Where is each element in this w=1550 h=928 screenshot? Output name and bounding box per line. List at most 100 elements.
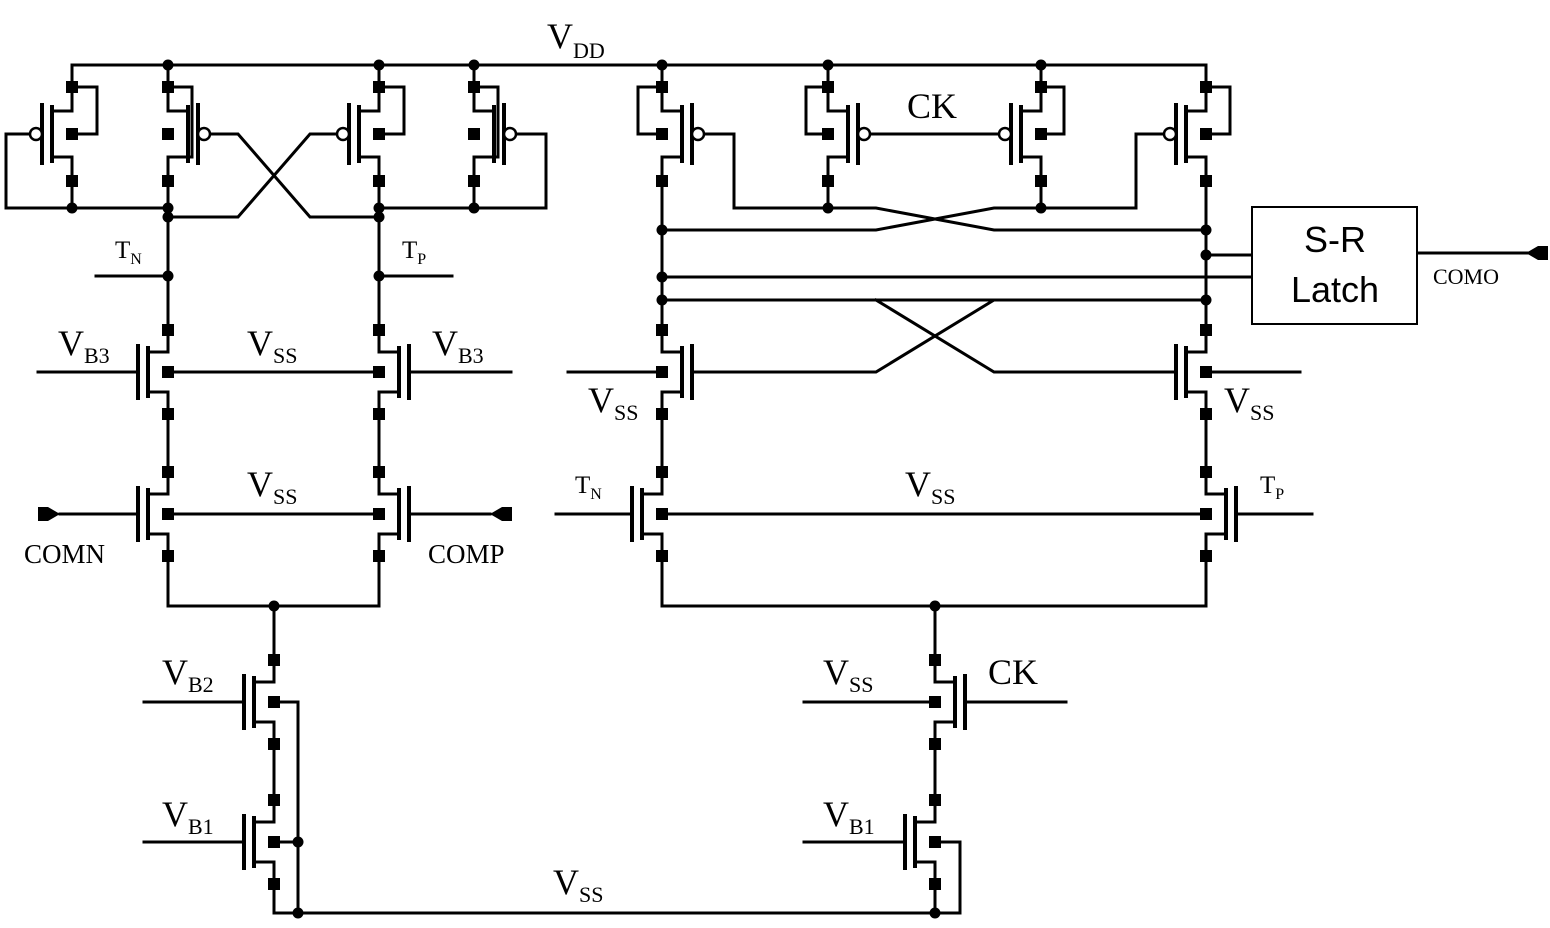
wire [166, 132, 339, 219]
pmos-latch-2 [1162, 81, 1212, 187]
como-pin [1526, 246, 1548, 260]
terminal-square [162, 508, 174, 520]
terminal-square [656, 550, 668, 562]
pmos-latch-1 [656, 81, 706, 187]
terminal-square [1200, 324, 1212, 336]
sr-latch-block: S-R Latch [1251, 206, 1418, 325]
terminal-square [162, 550, 174, 562]
gate-bubble [1162, 126, 1178, 142]
terminal-square [268, 738, 280, 750]
terminal-square [656, 408, 668, 420]
wire [208, 132, 381, 219]
terminal-square [268, 654, 280, 666]
wire [690, 298, 1208, 374]
terminal-square [929, 738, 941, 750]
nmos-vb1-left [242, 794, 280, 890]
terminal-square [373, 81, 385, 93]
terminal-square [1200, 81, 1212, 93]
vb3-label-right: VB3 [432, 323, 484, 368]
junction-dot [373, 211, 385, 223]
terminal-square [929, 696, 941, 708]
terminal-square [929, 836, 941, 848]
junction-dot [373, 59, 385, 71]
terminal-square [822, 175, 834, 187]
terminal-square [1200, 175, 1212, 187]
wire [4, 132, 170, 210]
vss-label-3: VSS [588, 380, 638, 425]
terminal-square [268, 696, 280, 708]
wire [636, 85, 664, 136]
gate-bubble [502, 126, 518, 142]
terminal-square [268, 794, 280, 806]
terminal-square [468, 175, 480, 187]
terminal-square [656, 508, 668, 520]
nmos-latch-left [656, 324, 694, 420]
tn-label-right: TN [575, 472, 602, 503]
terminal-square [1200, 550, 1212, 562]
terminal-square [656, 324, 668, 336]
nmos-input-comp [373, 466, 411, 562]
nmos-vb3-right [373, 324, 411, 420]
comn-label: COMN [24, 539, 105, 569]
wire [933, 840, 962, 915]
terminal-square [66, 81, 78, 93]
terminal-square [162, 175, 174, 187]
terminal-square [66, 128, 78, 140]
terminal-square [373, 550, 385, 562]
terminal-square [656, 366, 668, 378]
terminal-square [1200, 508, 1212, 520]
vss-label-1: VSS [247, 323, 297, 368]
terminal-square [373, 128, 385, 140]
nmos-vb3-left [136, 324, 174, 420]
terminal-square [1200, 408, 1212, 420]
pin-shape [490, 507, 512, 521]
wire [377, 85, 406, 136]
terminal-square [468, 81, 480, 93]
junction-dot [929, 600, 941, 612]
nmos-ck-tail [929, 654, 967, 750]
pmos-load-4 [468, 81, 518, 187]
wires [4, 63, 1530, 915]
ck-label-top: CK [907, 86, 957, 126]
vss-label-bottom: VSS [553, 862, 603, 907]
junction-dot [373, 270, 385, 282]
nmos-latch-right [1174, 324, 1212, 420]
wire [70, 85, 99, 136]
terminal-square [656, 466, 668, 478]
junction-dot [656, 59, 668, 71]
vss-bottom-rail [272, 882, 937, 915]
terminal-square [162, 324, 174, 336]
gate-bubble [856, 126, 872, 142]
wire [873, 297, 1178, 374]
terminal-square [929, 794, 941, 806]
terminal-square [1200, 366, 1212, 378]
vss-label-2: VSS [247, 464, 297, 509]
junction-dot [656, 224, 668, 236]
vb1-label-left: VB1 [162, 794, 214, 839]
gate-bubble [196, 126, 212, 142]
nmos-input-comn [136, 466, 174, 562]
terminal-square [929, 654, 941, 666]
comn-pin [38, 507, 60, 521]
terminal-square [162, 366, 174, 378]
vdd-label: VDD [547, 16, 605, 63]
ck-label-bottom: CK [988, 652, 1038, 692]
terminal-square [373, 324, 385, 336]
tail-node-right [660, 554, 1208, 608]
comp-pin [490, 507, 512, 521]
terminal-square [162, 466, 174, 478]
pin-shape [38, 507, 60, 521]
vb1-label-right: VB1 [823, 794, 875, 839]
tn-label-left: TN [115, 237, 142, 268]
junction-dot [656, 271, 668, 283]
wire [660, 132, 1166, 232]
junction-dot [162, 59, 174, 71]
vss-label-6: VSS [823, 652, 873, 697]
pmos-clock-2 [997, 81, 1047, 187]
transistors [28, 81, 1548, 890]
tp-label-right: TP [1260, 472, 1284, 503]
terminal-square [822, 128, 834, 140]
junction-dot [162, 270, 174, 282]
nmos-tn [630, 466, 668, 562]
